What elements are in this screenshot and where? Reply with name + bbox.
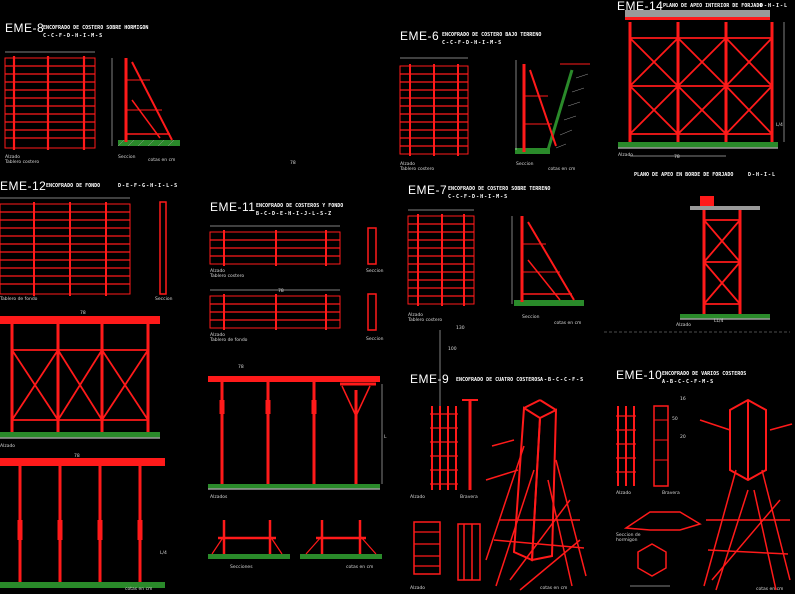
eme6-code: EME-6 xyxy=(400,29,440,43)
eme8-elevation xyxy=(4,51,96,150)
eme10-column xyxy=(616,405,669,487)
eme11-subtitle: ENCOFRADO DE COSTEROS Y FONDO xyxy=(256,203,344,209)
eme12-board-label: Tablero de fondo xyxy=(0,297,38,302)
eme14-shoring xyxy=(618,10,785,157)
dim-label: 16 xyxy=(680,397,686,402)
dim-label: 78 xyxy=(74,454,80,459)
eme6-sequence: C-C-F-D-H-I-M-S xyxy=(442,40,503,46)
edge-elevation-label: Alzado xyxy=(676,323,692,328)
eme8-code: EME-8 xyxy=(5,21,45,35)
eme11-elev2-label: Alzado xyxy=(210,333,226,338)
eme10-section-label: Seccion de hormigon xyxy=(616,533,641,543)
eme9-subtitle: ENCOFRADO DE CUATRO COSTEROS xyxy=(456,377,541,383)
eme6-units-label: cotas en cm xyxy=(548,167,576,172)
eme9-plan-label: Alzado xyxy=(410,586,426,591)
eme12-units-label: cotas en cm xyxy=(125,587,153,592)
eme7-elevation-label: Alzado xyxy=(408,313,424,318)
eme10-elevation-label: Alzado xyxy=(616,491,632,496)
eme14-code: EME-14 xyxy=(617,0,664,13)
eme14-elevation-label: Alzado xyxy=(618,153,634,158)
eme12-props xyxy=(0,458,165,588)
eme7-section-label: Seccion xyxy=(522,315,540,320)
eme6-section xyxy=(515,60,590,154)
eme11-sec2-label: Seccion xyxy=(366,337,384,342)
eme7-units-label: cotas en cm xyxy=(554,321,582,326)
eme9-side-label: Bravera xyxy=(460,495,478,500)
dim-label: 78 xyxy=(278,289,284,294)
eme9-elevation-label: Alzado xyxy=(410,495,426,500)
eme10-sequence: A-B-C-C-F-M-S xyxy=(662,379,715,385)
eme8-subtitle: ENCOFRADO DE COSTERO SOBRE HORMIGON xyxy=(43,25,149,31)
edge-subtitle: PLANO DE APEO EN BORDE DE FORJADO xyxy=(634,172,734,178)
eme9-code: EME-9 xyxy=(410,372,450,386)
eme11-elev2-sublabel: Tablero de fondo xyxy=(210,338,248,343)
eme11-elev1-label: Alzado xyxy=(210,269,226,274)
dim-label: 20 xyxy=(680,435,686,440)
eme10-subtitle: ENCOFRADO DE VARIOS COSTEROS xyxy=(662,371,747,377)
dim-label: L/4 xyxy=(160,551,167,556)
eme12-elevation-label: Alzado xyxy=(0,444,16,449)
dim-label: 50 xyxy=(672,417,678,422)
eme6-elevation-sublabel: Tablero costero xyxy=(400,167,435,172)
eme12-section-label: Seccion xyxy=(155,297,173,302)
eme14-subtitle: PLANO DE APEO INTERIOR DE FORJADO xyxy=(663,3,763,9)
dim-label: 78 xyxy=(290,161,296,166)
dim-label: 78 xyxy=(238,365,244,370)
eme11-units-label: cotas en cm xyxy=(346,565,374,570)
eme11-sections xyxy=(208,520,382,559)
eme9-column xyxy=(430,330,478,490)
dim-label: 78 xyxy=(674,155,680,160)
eme8-elevation-sublabel: Tablero costero xyxy=(5,160,40,165)
eme14-sequence: D-H-I-L xyxy=(760,3,789,9)
eme9-plan xyxy=(413,521,481,581)
eme12-board xyxy=(0,197,167,296)
eme12-subtitle: ENCOFRADO DE FONDO xyxy=(46,183,101,189)
eme7-elevation xyxy=(407,209,475,306)
eme6-elevation-label: Alzado xyxy=(400,162,416,167)
edge-sequence: D-H-I-L xyxy=(748,172,777,178)
eme7-elevation-sublabel: Tablero costero xyxy=(408,318,443,323)
eme8-section xyxy=(111,58,180,147)
eme10-detail xyxy=(623,511,702,587)
eme9-sequence: A-B-C-C-F-S xyxy=(540,377,585,383)
eme10-side-label: Bravera xyxy=(662,491,680,496)
eme8-section-label: Seccion xyxy=(118,155,136,160)
eme7-section xyxy=(511,216,584,306)
dim-label: LL/4 xyxy=(714,319,724,324)
eme11-elev1-sublabel: Tablero costero xyxy=(210,274,245,279)
edge-shoring xyxy=(604,196,790,333)
eme9-units-label: cotas en cm xyxy=(540,586,568,591)
eme11-sequence: B-C-D-E-H-I-J-L-S-Z xyxy=(256,211,333,217)
eme10-axonometric xyxy=(699,398,793,591)
eme6-section-label: Seccion xyxy=(516,162,534,167)
eme11-sections-label: Secciones xyxy=(230,565,253,570)
dim-label: 78 xyxy=(80,311,86,316)
dim-label: 130 xyxy=(456,326,465,331)
eme6-elevation xyxy=(399,57,469,156)
eme8-units-label: cotas en cm xyxy=(148,158,176,163)
eme7-sequence: C-C-F-D-H-I-M-S xyxy=(448,194,509,200)
eme8-elevation-label: Alzado xyxy=(5,155,21,160)
dim-label: L/4 xyxy=(776,123,783,128)
eme12-sequence: D-E-F-G-H-I-L-S xyxy=(118,183,179,189)
eme11-boards xyxy=(209,225,377,331)
dim-label: 100 xyxy=(448,347,457,352)
eme11-sec1-label: Seccion xyxy=(366,269,384,274)
eme6-subtitle: ENCOFRADO DE COSTERO BAJO TERRENO xyxy=(442,32,542,38)
eme10-code: EME-10 xyxy=(616,368,663,382)
eme11-code: EME-11 xyxy=(210,200,256,214)
eme11-supports xyxy=(208,376,383,490)
eme10-units-label: cotas en cm xyxy=(756,587,784,592)
eme8-sequence: C-C-F-D-H-I-M-S xyxy=(43,33,104,39)
dim-label: L xyxy=(384,435,387,440)
eme7-code: EME-7 xyxy=(408,183,448,197)
eme9-axonometric xyxy=(485,399,587,591)
eme12-frame xyxy=(0,316,160,439)
eme7-subtitle: ENCOFRADO DE COSTERO SOBRE TERRENO xyxy=(448,186,551,192)
eme12-code: EME-12 xyxy=(0,179,47,193)
eme11-detail-label: Alzados xyxy=(210,495,228,500)
